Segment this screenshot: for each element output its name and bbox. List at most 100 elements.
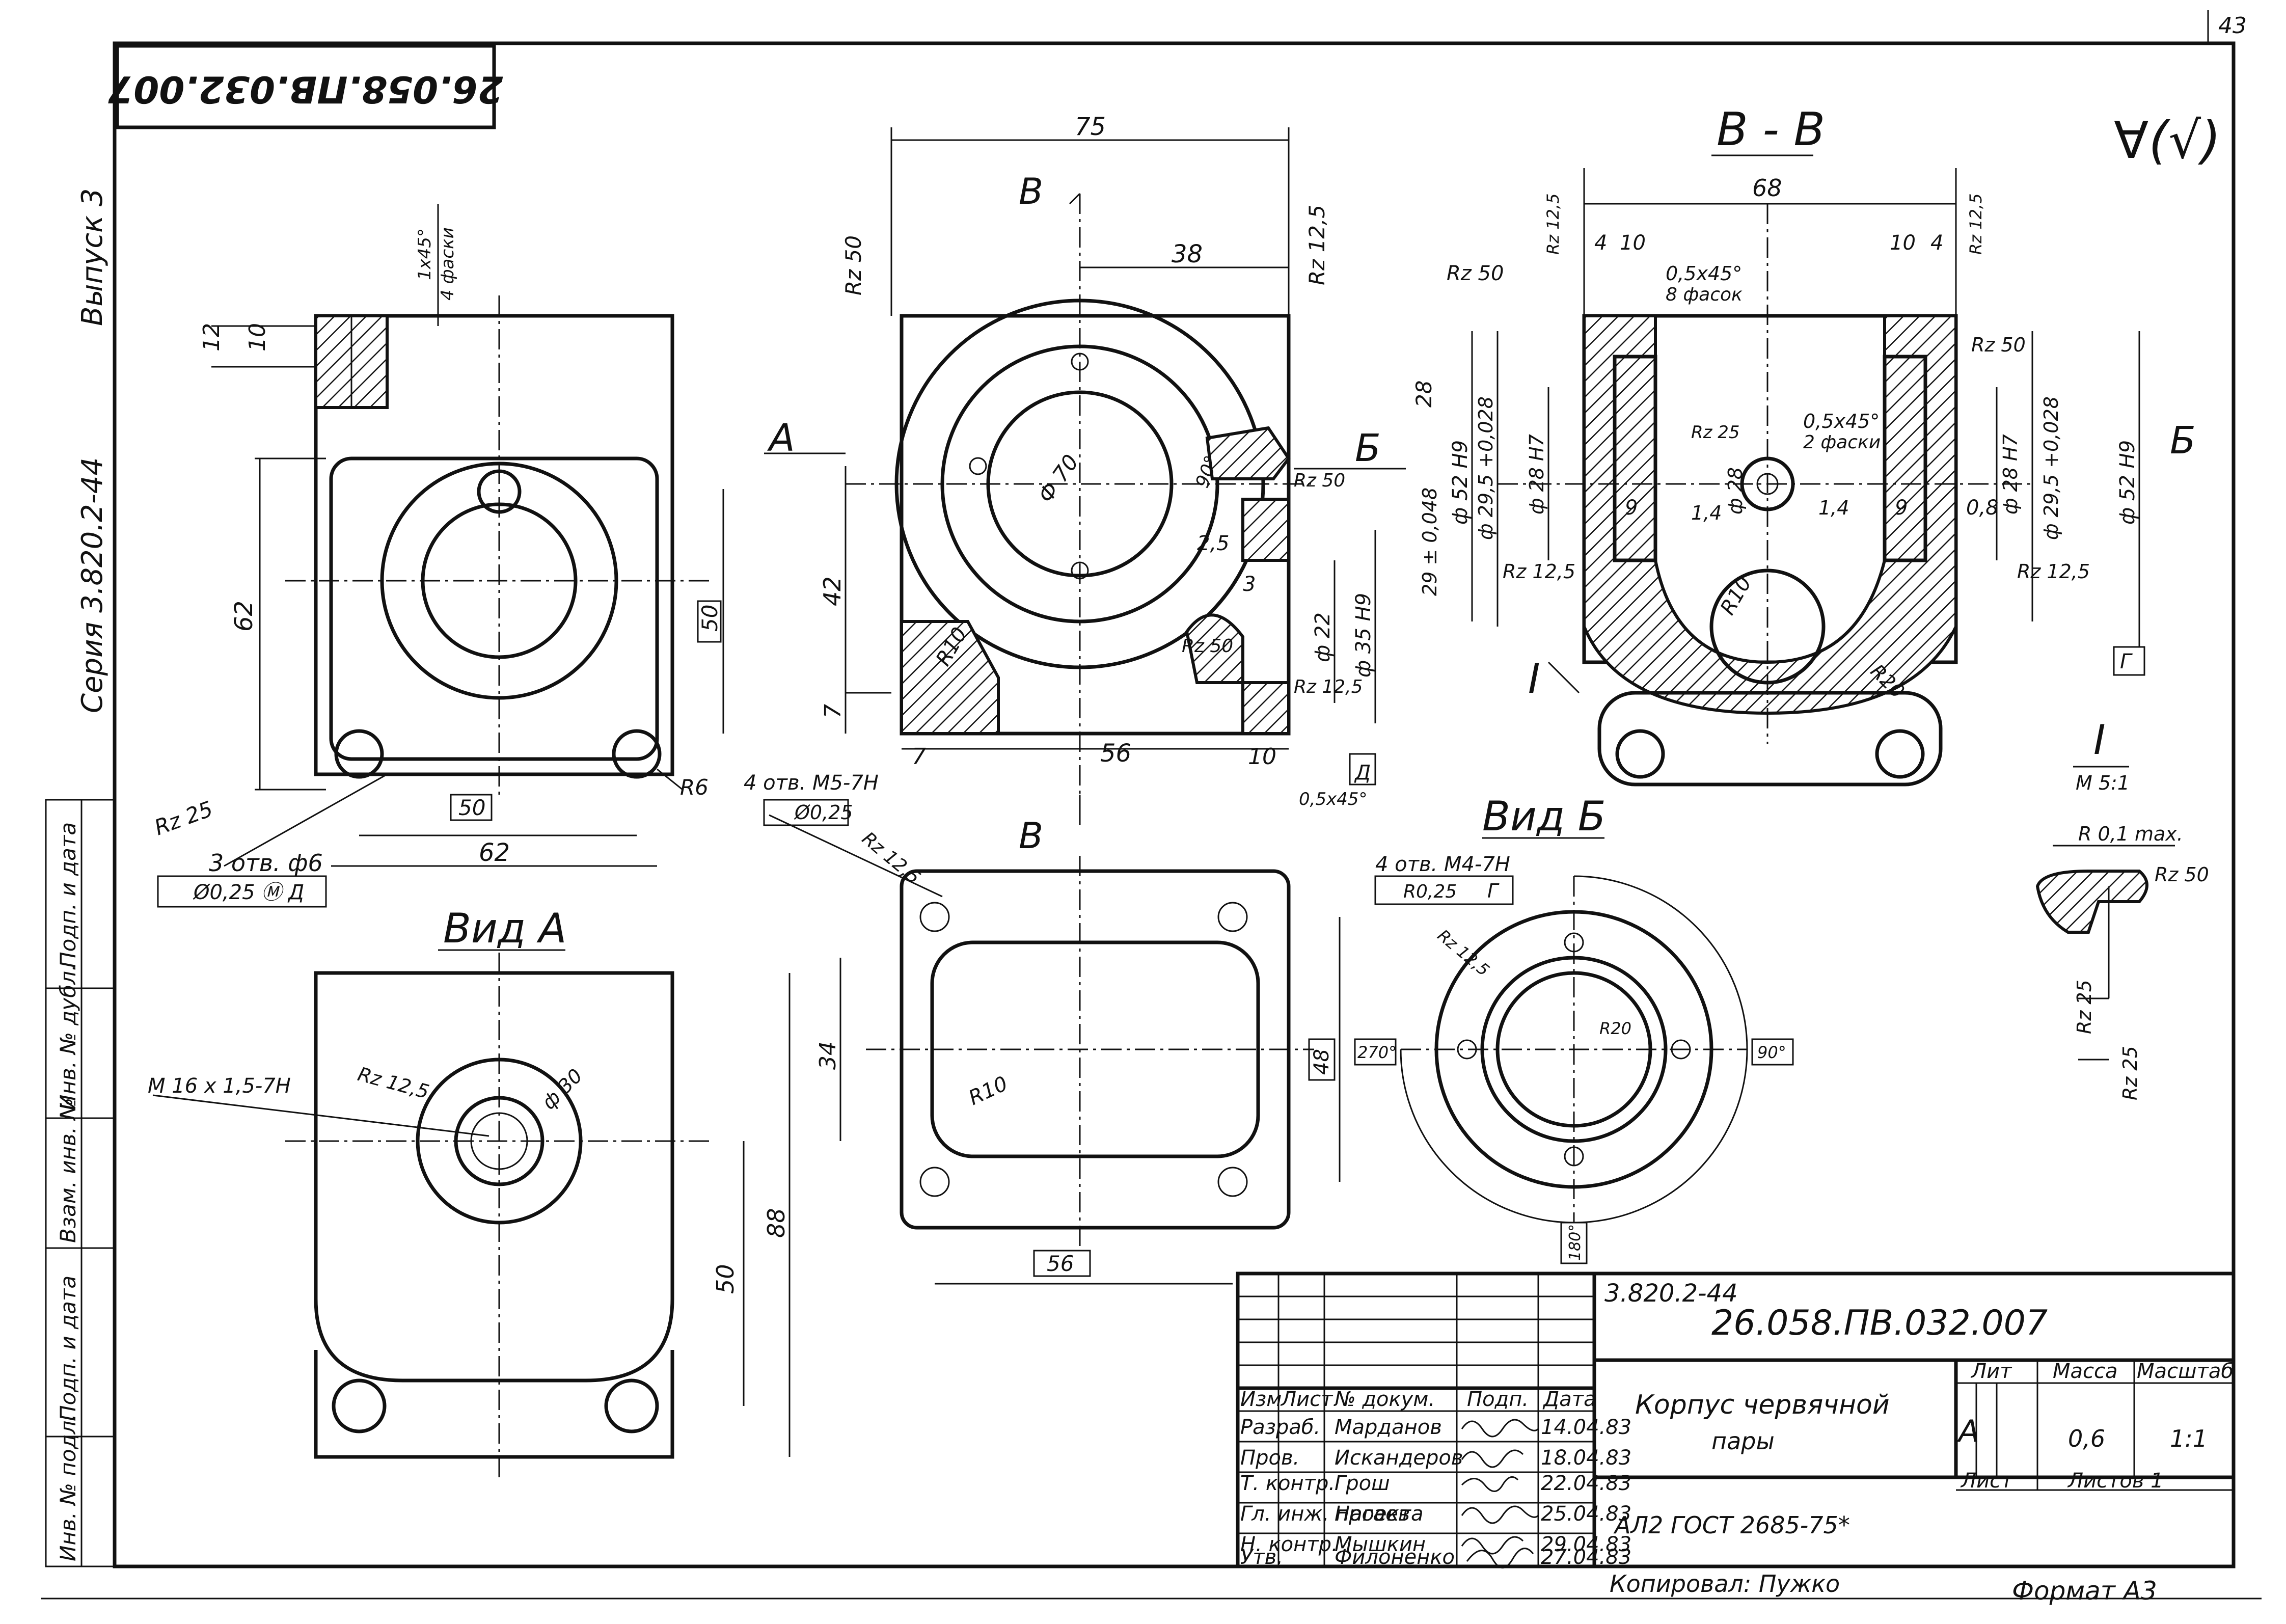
side-issue: Выпуск 3: [76, 188, 109, 326]
chamfer-2: 0,5х45°: [1803, 410, 1880, 432]
dim-28: 28: [1411, 381, 1436, 408]
rz-125-bb-left: Rz 12,5: [1543, 194, 1563, 255]
rz-125-bb-right: Rz 12,5: [1966, 194, 1985, 255]
holes-side: 4 отв. М5-7Н: [744, 771, 879, 795]
dim-r20-vid-b: R20: [1599, 1019, 1631, 1038]
rz-125-bb-low-left: Rz 12,5: [1503, 560, 1575, 583]
dim-chamfer-side: 0,5х45°: [1299, 789, 1367, 809]
sheet-label: Лист: [1960, 1469, 2013, 1493]
dim-phi35: ф 35 Н9: [1352, 593, 1375, 678]
mass-value: 0,6: [2068, 1425, 2105, 1452]
dim-7-v: 7: [820, 704, 846, 718]
strip-label-3: Взам. инв. №: [56, 1098, 80, 1243]
chamfer-2-count: 2 фаски: [1803, 432, 1881, 453]
row-name: Искандеров: [1335, 1446, 1463, 1470]
dim-42: 42: [819, 576, 846, 606]
row-role: Пров.: [1240, 1446, 1299, 1470]
datum-d: Д: [1354, 761, 1371, 784]
rz-50-bb-right: Rz 50: [1971, 334, 2026, 356]
row-date: 27.04.83: [1541, 1546, 1631, 1569]
dim-7-h: 7: [912, 744, 926, 770]
roughness-mark: ∀(√): [2114, 111, 2221, 170]
row-name: Грош: [1335, 1472, 1390, 1495]
dim-4-left: 4: [1594, 231, 1607, 255]
rotated-code-box: 26.058.ПВ.032.007: [108, 44, 503, 129]
dim-phi28-left: ф 28 Н7: [1526, 434, 1548, 515]
sheet-format: Формат А3: [2012, 1576, 2157, 1606]
doc-name-1: Корпус червячной: [1635, 1390, 1890, 1420]
dim-3: 3: [1243, 573, 1256, 596]
dim-90-vid-b: 90°: [1757, 1043, 1786, 1062]
rz-25-bb: Rz 25: [1691, 422, 1740, 443]
dim-50-vid-a: 50: [712, 1264, 739, 1294]
copied-by: Копировал: Пужко: [1610, 1570, 1840, 1598]
datum-g-bb: Г: [2120, 650, 2133, 673]
row-role: Утв.: [1240, 1546, 1283, 1569]
vid-b-view: [1354, 837, 1794, 1264]
cut-letter-a: А: [767, 416, 795, 460]
vid-v-view: [839, 856, 1341, 1285]
rz-50-bb-left: Rz 50: [1447, 262, 1504, 285]
dim-62-v: 62: [230, 601, 258, 632]
dim-chamfer: 1х45°: [415, 228, 435, 280]
dim-r01: R 0,1 max.: [2078, 823, 2183, 845]
vid-a-title: Вид А: [443, 905, 566, 952]
dim-88: 88: [763, 1208, 790, 1238]
row-date: 14.04.83: [1541, 1416, 1631, 1439]
sheets-label: Листов 1: [2067, 1469, 2164, 1493]
dim-10-side: 10: [1248, 744, 1276, 770]
strip-label-5: Инв. № подл.: [56, 1414, 80, 1561]
dim-12: 12: [199, 323, 225, 351]
detail-view: [2035, 766, 2175, 1061]
chamfer-8-count: 8 фасок: [1666, 284, 1743, 305]
row-name: Мышкин: [1335, 1533, 1426, 1556]
dim-29: 29 ± 0,048: [1419, 488, 1441, 596]
signature-rows: Разраб. Марданов 14.04.83 Пров. Искандер…: [1240, 1416, 1631, 1569]
rz-125-vid-a: Rz 12,5: [356, 1063, 432, 1103]
rz-125-side-b: Rz 12,5: [1294, 676, 1363, 697]
dim-50-v: 50: [697, 605, 722, 632]
tol-side: Ø0,25: [794, 801, 853, 824]
strip-label-4: Подп. и дата: [56, 1276, 80, 1421]
dim-50-h: 50: [458, 795, 485, 820]
cut-letter-v-bottom: В: [1019, 815, 1043, 857]
holes-vid-b: 4 отв. М4-7Н: [1375, 853, 1510, 876]
scale-value: 1:1: [2170, 1425, 2208, 1452]
dim-2-5: 2,5: [1197, 532, 1230, 555]
dim-10-bb-left: 10: [1620, 231, 1646, 255]
front-view: [157, 204, 724, 908]
rz-25-detail-b: Rz 25: [2119, 1046, 2141, 1100]
cut-letter-b-side: Б: [1355, 426, 1381, 470]
row-name: Филоненко: [1335, 1546, 1455, 1569]
tol-vid-b: R0,25: [1403, 881, 1457, 902]
dim-phi52-right: ф 52 Н9: [2116, 440, 2139, 525]
doc-series: 3.820.2-44: [1604, 1279, 1738, 1308]
strip-label-2: Инв. № дубл.: [56, 964, 80, 1111]
dim-56: 56: [1100, 739, 1131, 768]
dim-48: 48: [1310, 1049, 1334, 1075]
rz-50-detail: Rz 50: [2155, 863, 2209, 886]
rz-125-vid-b: Rz 12,5: [1434, 926, 1493, 980]
dim-phi295-right: ф 29,5 +0,028: [2040, 396, 2062, 540]
row-date: 22.04.83: [1541, 1472, 1631, 1495]
row-date: 25.04.83: [1541, 1502, 1631, 1526]
rz-50-side-c: Rz 50: [1294, 470, 1345, 491]
rz-25-detail-a: Rz 25: [2073, 980, 2096, 1034]
row-name: Нагаев: [1335, 1502, 1410, 1526]
dim-14-right: 1,4: [1818, 497, 1849, 519]
rz-125-side: Rz 12,5: [1304, 205, 1329, 285]
dim-75: 75: [1075, 113, 1106, 141]
vid-b-title: Вид Б: [1482, 793, 1606, 840]
dim-phi70: Ф 70: [1033, 450, 1083, 507]
row-role: Т. контр.: [1240, 1472, 1335, 1495]
dim-56-vid-v: 56: [1047, 1251, 1074, 1276]
dim-0-8: 0,8: [1966, 496, 1999, 520]
col-mass: Масса: [2053, 1360, 2118, 1383]
doc-name-2: пары: [1711, 1427, 1775, 1455]
rz-50-side: Rz 50: [841, 235, 866, 295]
rz-125-bb-low-right: Rz 12,5: [2017, 560, 2090, 583]
dim-thread: М 16 х 1,5-7Н: [148, 1074, 291, 1098]
dim-phi22: ф 22: [1311, 612, 1335, 662]
dim-14-left: 1,4: [1691, 502, 1722, 524]
